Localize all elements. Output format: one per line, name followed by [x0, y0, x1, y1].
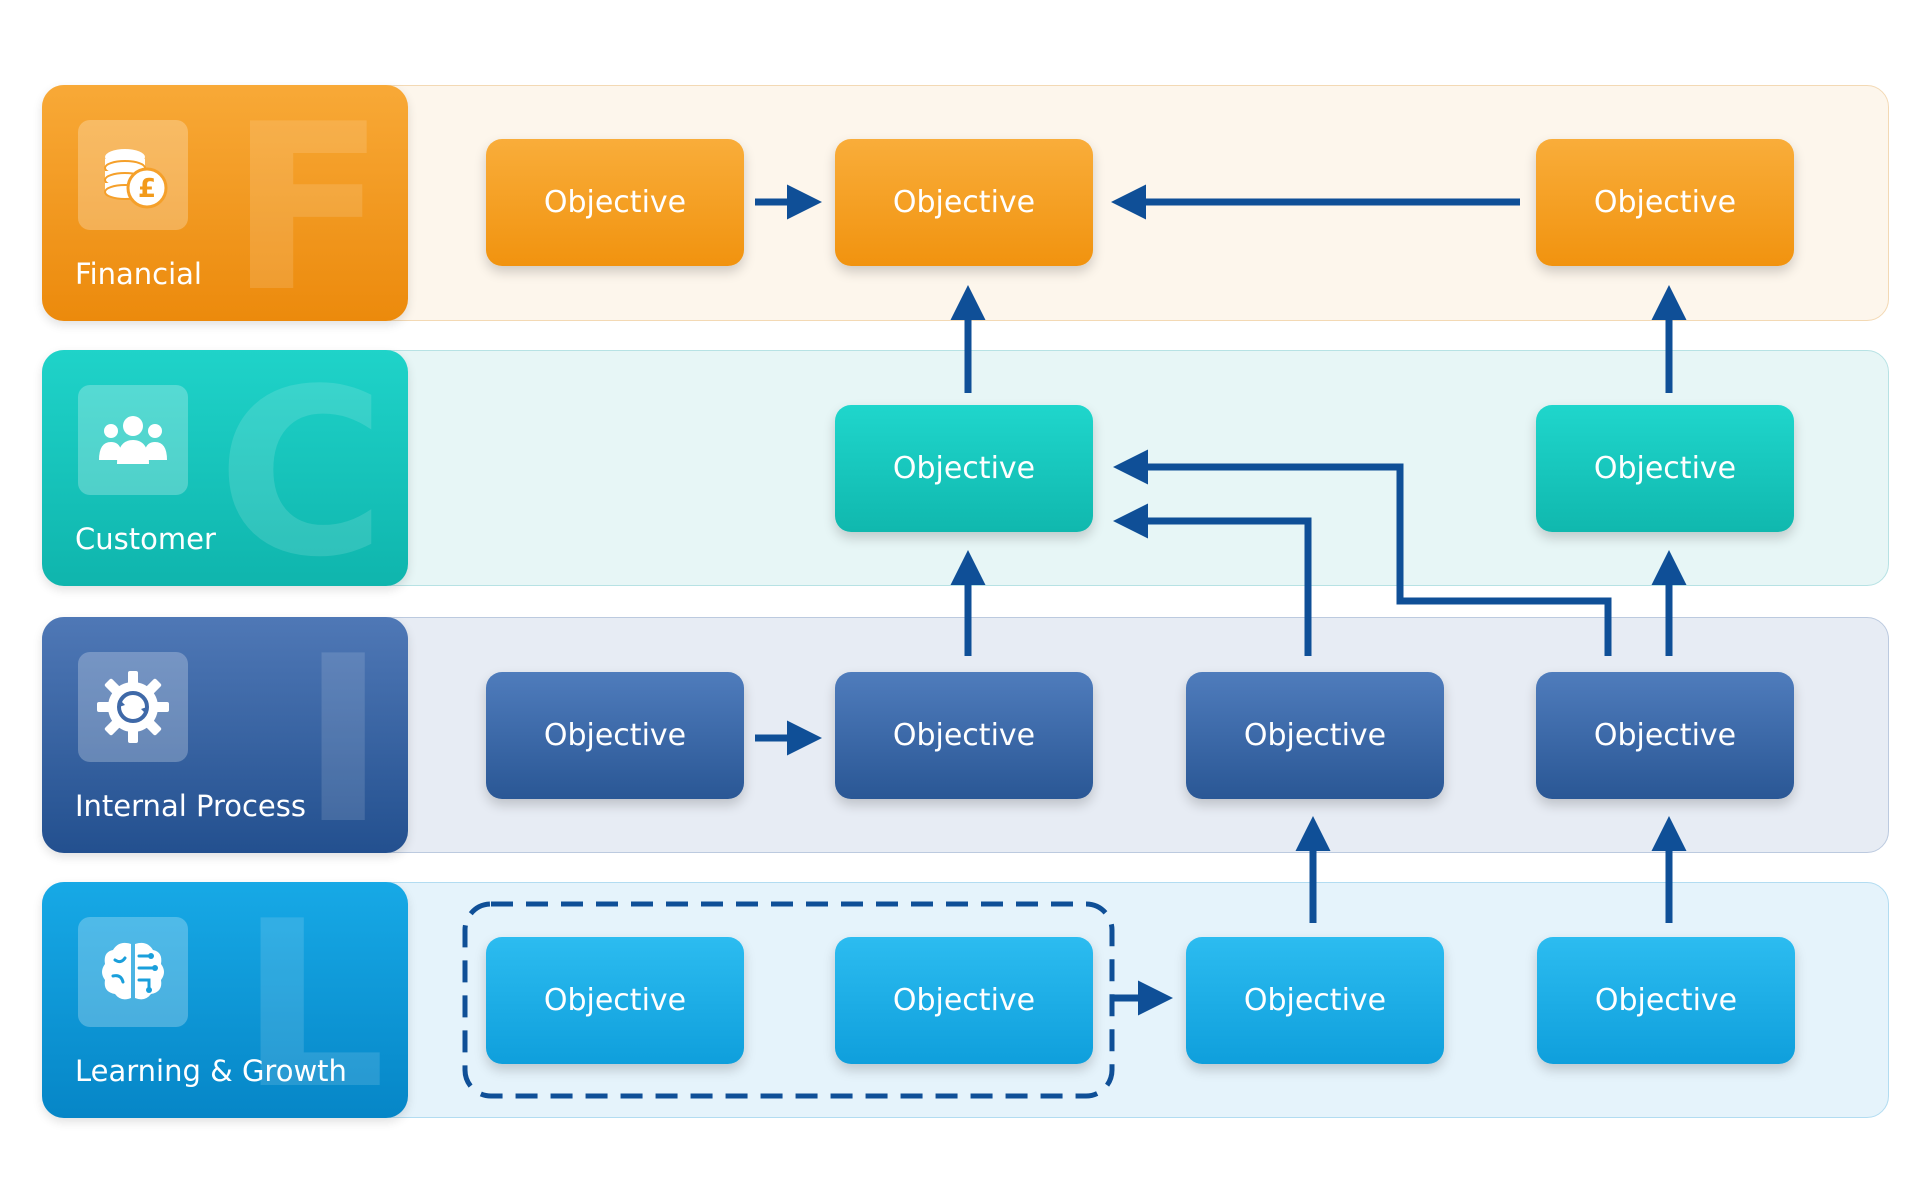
objective-box[interactable]: Objective [1186, 672, 1444, 799]
customer-watermark-letter: C [217, 350, 386, 587]
gear-cycle-icon [78, 652, 188, 762]
internal-process-header: I Internal Process [42, 617, 408, 853]
svg-text:£: £ [138, 174, 156, 204]
learning-growth-title: Learning & Growth [75, 1054, 347, 1088]
objective-box[interactable]: Objective [835, 672, 1093, 799]
coins-pound-icon: £ [78, 120, 188, 230]
learning-growth-header: L Learning & Growth [42, 882, 408, 1118]
objective-box[interactable]: Objective [486, 937, 744, 1064]
objective-box[interactable]: Objective [835, 139, 1093, 266]
objective-box[interactable]: Objective [1536, 139, 1794, 266]
connector-int3-to-cus1 [1113, 503, 1312, 656]
connector-int4-to-cus1-elbow [1113, 449, 1612, 656]
objective-box[interactable]: Objective [486, 139, 744, 266]
objective-box[interactable]: Objective [835, 405, 1093, 532]
objective-box[interactable]: Objective [1186, 937, 1444, 1064]
internal-process-title: Internal Process [75, 789, 306, 823]
brain-circuit-icon [78, 917, 188, 1027]
objective-box[interactable]: Objective [486, 672, 744, 799]
learning-growth-watermark-letter: L [239, 882, 386, 1119]
objective-box[interactable]: Objective [835, 937, 1093, 1064]
financial-title: Financial [75, 257, 202, 291]
objective-box[interactable]: Objective [1536, 672, 1794, 799]
financial-header: F £ Financial [42, 85, 408, 321]
financial-watermark-letter: F [228, 85, 386, 322]
customer-header: C Customer [42, 350, 408, 586]
learning-group-outline [462, 901, 1115, 1099]
objective-box[interactable]: Objective [1536, 405, 1794, 532]
customer-title: Customer [75, 522, 216, 556]
objective-box[interactable]: Objective [1537, 937, 1795, 1064]
users-group-icon [78, 385, 188, 495]
internal-process-watermark-letter: I [300, 617, 386, 854]
